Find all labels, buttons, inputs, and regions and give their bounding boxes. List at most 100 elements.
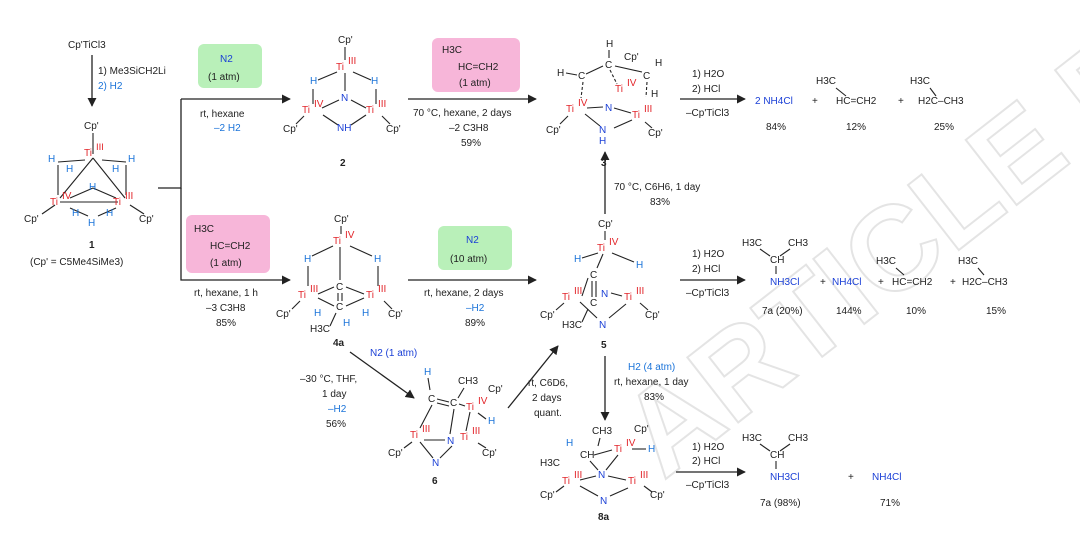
c8-cp-top: Cp' [634, 424, 649, 435]
p8-ipr-right: CH3 [788, 433, 808, 444]
p5-propene: HC=CH2 [892, 277, 933, 288]
r14-box-line2: HC=CH2 [210, 241, 251, 252]
c3-h-right: H [655, 58, 662, 69]
c4-label: 4a [333, 338, 345, 349]
c8-ti-right-ox: III [640, 470, 648, 481]
c6-ti-top: Ti [466, 402, 474, 413]
c6-ti-right: Ti [460, 432, 468, 443]
p5-yield-propane: 15% [986, 306, 1006, 317]
r14-yield: 85% [216, 318, 236, 329]
c8-n-bottom: N [600, 496, 607, 507]
c8-ti-top-ox: IV [626, 438, 636, 449]
p3-plus-1: + [812, 96, 818, 107]
r23-box-line3: (1 atm) [459, 78, 491, 89]
p5-amine: NH3Cl [770, 277, 799, 288]
c5-label: 5 [601, 340, 607, 351]
r14-box-line3: (1 atm) [210, 258, 242, 269]
c3-cp-top: Cp' [624, 52, 639, 63]
p3-propane: H2C–CH3 [918, 96, 964, 107]
w3-step3: –Cp'TiCl3 [686, 108, 730, 119]
r45-yield: 89% [465, 318, 485, 329]
c1-h-left: H [48, 154, 55, 165]
c8-cp-left: Cp' [540, 490, 555, 501]
c3-ti-right: Ti [632, 110, 640, 121]
r65-cond2: 2 days [532, 393, 561, 404]
c4-ti-right: Ti [366, 290, 374, 301]
w3-step2: 2) HCl [692, 84, 720, 95]
p5-ch: CH [770, 255, 784, 266]
r46-n2: N2 (1 atm) [370, 348, 417, 359]
compound-4a: Cp' Ti IV H H C C Ti III Ti III Cp' Cp' … [276, 214, 403, 349]
c8-ti-top: Ti [614, 444, 622, 455]
r45-cond2: –H2 [466, 303, 485, 314]
c4-cp-left: Cp' [276, 309, 291, 320]
r58-cond2: rt, hexane, 1 day [614, 377, 689, 388]
c1-label: 1 [89, 240, 95, 251]
p5-plus-3: + [950, 277, 956, 288]
p5-yield-7a: 7a (20%) [762, 306, 803, 317]
p5-ipr-left: H3C [742, 238, 762, 249]
r46-yield: 56% [326, 419, 346, 430]
c8-h-left: H [566, 438, 573, 449]
c5-n-center: N [601, 289, 608, 300]
r12-cond2: –2 H2 [214, 123, 241, 134]
c3-h-left: H [557, 68, 564, 79]
w5-step3: –Cp'TiCl3 [686, 288, 730, 299]
p5-plus-2: + [878, 277, 884, 288]
c8-h-right: H [648, 444, 655, 455]
p3-propene-top: H3C [816, 76, 836, 87]
r46-cond2: 1 day [322, 389, 346, 400]
c3-nh: N [599, 125, 606, 136]
r53-yield: 83% [650, 197, 670, 208]
r12-cond1: rt, hexane [200, 109, 245, 120]
r14-cond2: –3 C3H8 [206, 303, 246, 314]
c1-cp-definition: (Cp' = C5Me4SiMe3) [30, 257, 123, 268]
c3-cp-left: Cp' [546, 125, 561, 136]
r58-cond1: H2 (4 atm) [628, 362, 675, 373]
c2-ti-left-ox: IV [314, 99, 324, 110]
c8-ti-right: Ti [628, 476, 636, 487]
c1-h-in-right: H [112, 164, 119, 175]
c3-c-top: C [605, 60, 612, 71]
c4-h-right: H [374, 254, 381, 265]
p3-yield-2: 12% [846, 122, 866, 133]
c1-ti-right: Ti [113, 197, 121, 208]
c1-h-bottom-left: H [72, 208, 79, 219]
w3-step1: 1) H2O [692, 69, 724, 80]
arrow-4a-to-6 [349, 351, 415, 399]
c4-c-lower: C [336, 302, 343, 313]
c6-c-left: C [428, 394, 435, 405]
c4-c-upper: C [336, 282, 343, 293]
c8-n-center: N [598, 470, 605, 481]
c6-cp-top: Cp' [488, 384, 503, 395]
w5-step2: 2) HCl [692, 264, 720, 275]
c5-h-right: H [636, 260, 643, 271]
c1-h-in-left: H [66, 164, 73, 175]
p3-yield-1: 84% [766, 122, 786, 133]
p3-yield-3: 25% [934, 122, 954, 133]
p8-amine: NH3Cl [770, 472, 799, 483]
arrow-1-to-4a [180, 188, 291, 285]
c1-cp-top: Cp' [84, 121, 99, 132]
c1-ti-left: Ti [50, 197, 58, 208]
start-reagent: Cp'TiCl3 [68, 40, 106, 51]
p5-plus-1: + [820, 277, 826, 288]
c2-ti-right-ox: III [378, 99, 386, 110]
p8-yield-7a: 7a (98%) [760, 498, 801, 509]
c4-ti-top-ox: IV [345, 230, 355, 241]
c5-n-bottom: N [599, 320, 606, 331]
c2-cp-right: Cp' [386, 124, 401, 135]
c5-h-left: H [574, 254, 581, 265]
p8-yield-nh4: 71% [880, 498, 900, 509]
c5-methyl: H3C [562, 320, 582, 331]
p5-propane-top: H3C [958, 256, 978, 267]
c5-cp-top: Cp' [598, 219, 613, 230]
r23-box-line1: H3C [442, 45, 462, 56]
c6-ti-left: Ti [410, 430, 418, 441]
r23-cond2: –2 C3H8 [449, 123, 489, 134]
branch-line [158, 99, 182, 189]
p8-nh4cl: NH4Cl [872, 472, 901, 483]
r45-n2: N2 [466, 235, 479, 246]
c8-cp-right: Cp' [650, 490, 665, 501]
start-step2: 2) H2 [98, 81, 123, 92]
